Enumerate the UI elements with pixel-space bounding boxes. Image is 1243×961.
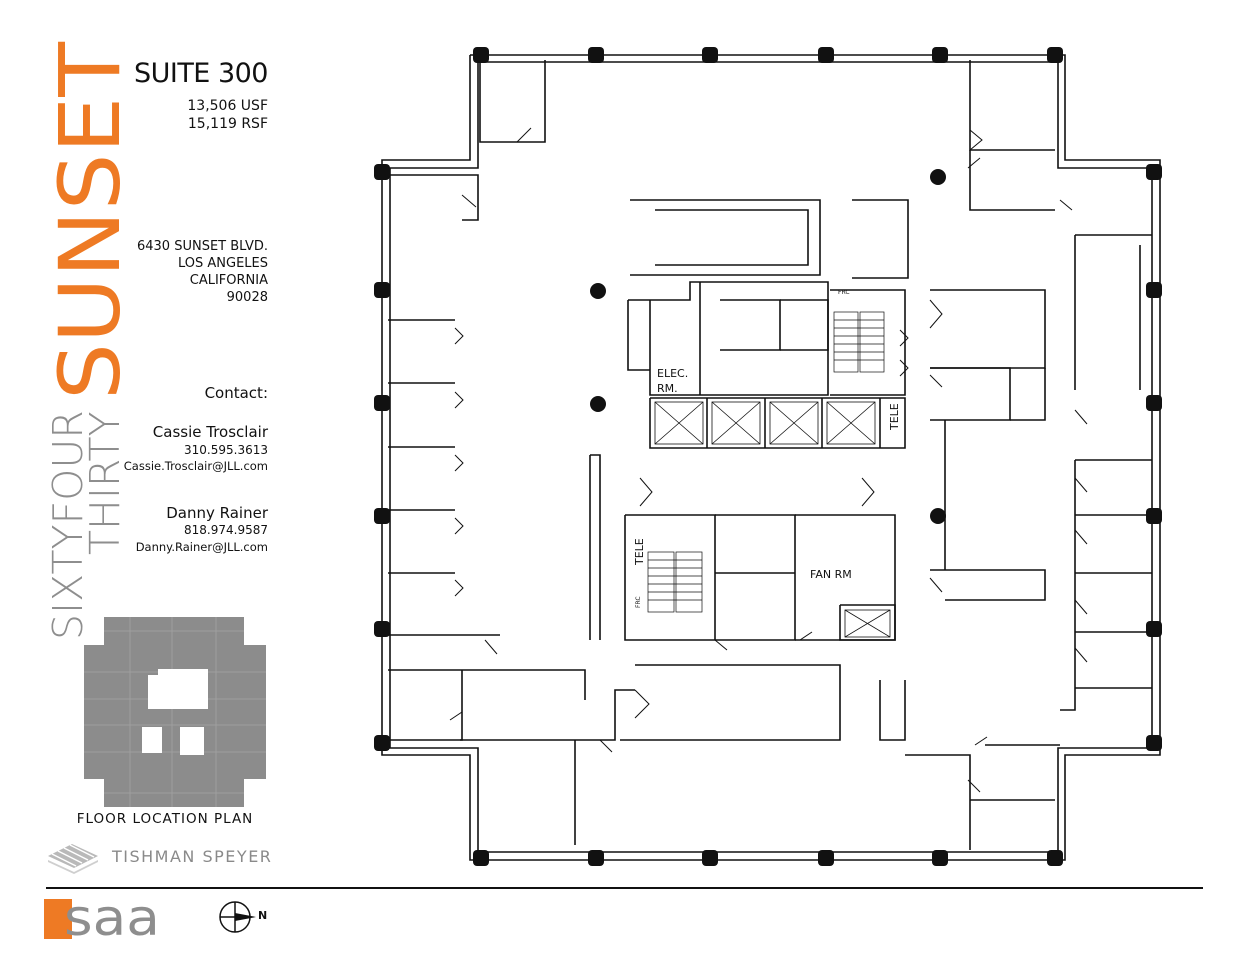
rsf-area: 15,119 RSF	[187, 116, 268, 132]
frc-label-top: FRC	[838, 289, 850, 296]
svg-text:saa: saa	[64, 893, 160, 939]
logo-word-sunset: SUNSET	[44, 41, 124, 400]
contact-name: Cassie Trosclair	[152, 423, 268, 441]
footer-divider	[46, 887, 1203, 889]
saa-logo: saa	[44, 893, 160, 939]
suite-title: SUITE 300	[133, 58, 269, 89]
floor-location-plan-image	[84, 617, 266, 807]
floor-plan: ELEC. RM. FAN RM TELE TELE FRC FRC	[374, 47, 1162, 866]
north-arrow-icon	[219, 901, 256, 933]
contact-name: Danny Rainer	[166, 504, 268, 522]
address-street: 6430 SUNSET BLVD.	[136, 239, 268, 254]
logo-word-sixtyfour: SIXTYFOUR	[44, 410, 92, 640]
frc-label-left: FRC	[635, 596, 642, 608]
north-label: N	[258, 909, 268, 922]
address-zip: 90028	[226, 290, 268, 305]
tishman-speyer-name: TISHMAN SPEYER	[112, 847, 273, 866]
contact-heading: Contact:	[204, 384, 268, 402]
fan-room-label: FAN RM	[810, 568, 852, 581]
contact-email[interactable]: Danny.Rainer@JLL.com	[135, 540, 268, 554]
tele-label-top: TELE	[888, 403, 901, 431]
floor-location-plan-label: FLOOR LOCATION PLAN	[76, 811, 254, 827]
address-city: LOS ANGELES	[177, 256, 268, 271]
elec-room-label-2: RM.	[657, 382, 678, 395]
contact-phone[interactable]: 818.974.9587	[184, 523, 268, 537]
address-state: CALIFORNIA	[189, 273, 268, 288]
logo-word-thirty: THIRTY	[81, 411, 124, 555]
usf-area: 13,506 USF	[187, 98, 268, 114]
building-logo: SIXTYFOUR THIRTY SUNSET	[44, 41, 124, 640]
elec-room-label: ELEC.	[657, 367, 688, 380]
tele-label-left: TELE	[633, 538, 646, 566]
contact-phone[interactable]: 310.595.3613	[184, 443, 268, 457]
contact-email[interactable]: Cassie.Trosclair@JLL.com	[123, 459, 268, 473]
tishman-speyer-logo	[48, 844, 98, 874]
